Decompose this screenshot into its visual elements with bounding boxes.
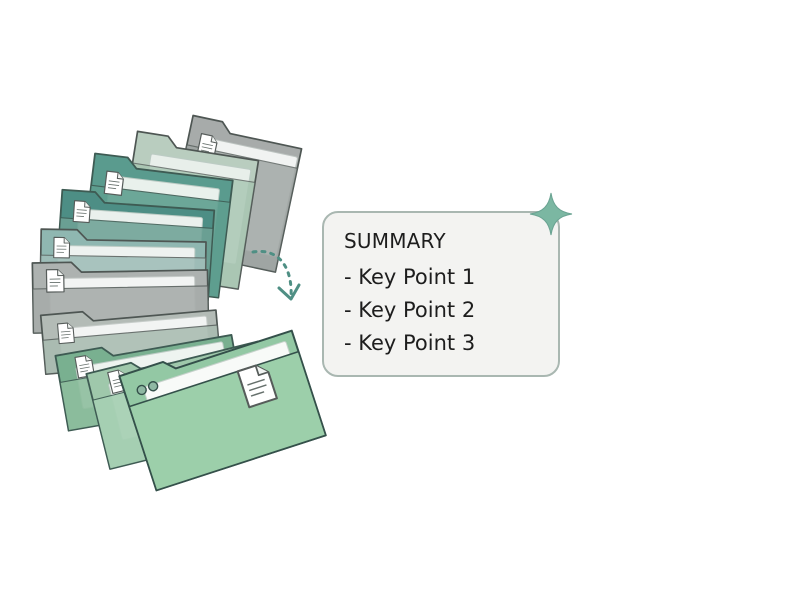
arrow-head-icon xyxy=(277,283,301,301)
folder-fan-illustration xyxy=(31,114,327,492)
sparkle-icon xyxy=(529,192,573,236)
folder-front xyxy=(118,329,327,492)
summary-point-2: - Key Point 2 xyxy=(344,298,476,322)
document-icon xyxy=(53,236,71,259)
document-icon xyxy=(45,268,65,293)
summary-card: SUMMARY - Key Point 1 - Key Point 2 - Ke… xyxy=(322,211,560,377)
summary-title: SUMMARY xyxy=(344,229,446,253)
dotted-curved-arrow-icon xyxy=(251,249,293,300)
summary-point-3: - Key Point 3 xyxy=(344,331,476,355)
summary-point-1: - Key Point 1 xyxy=(344,265,476,289)
